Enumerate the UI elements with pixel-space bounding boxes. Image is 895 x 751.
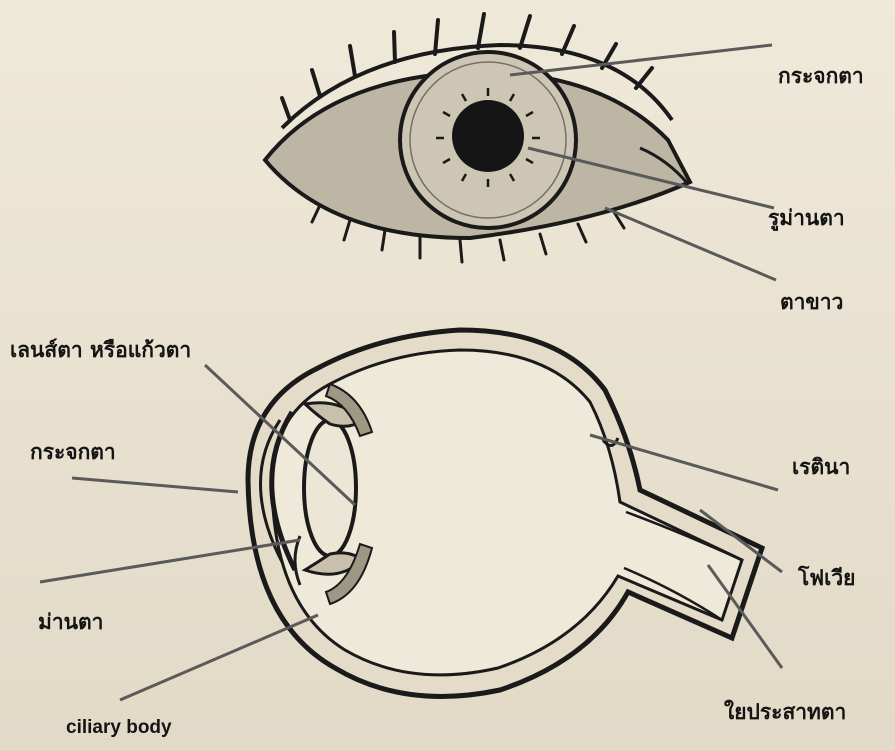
leader-ciliary (120, 615, 318, 700)
label-top-pupil: รูม่านตา (768, 208, 845, 229)
external-eye (265, 14, 776, 280)
pupil-circle (452, 100, 524, 172)
label-lens: เลนส์ตา หรือแก้วตา (10, 340, 191, 361)
label-ciliary-body: ciliary body (66, 718, 172, 737)
label-top-sclera: ตาขาว (780, 292, 843, 313)
label-fovea: โฟเวีย (798, 568, 855, 589)
label-cornea: กระจกตา (30, 442, 116, 463)
lens-shape (304, 420, 356, 556)
label-optic-nerve: ใยประสาทตา (724, 702, 846, 723)
label-iris: ม่านตา (38, 612, 103, 633)
eye-cross-section (40, 330, 782, 700)
label-top-cornea: กระจกตา (778, 66, 864, 87)
leader-cornea (72, 478, 238, 492)
leader-top-sclera (605, 208, 776, 280)
label-retina: เรตินา (792, 457, 850, 478)
